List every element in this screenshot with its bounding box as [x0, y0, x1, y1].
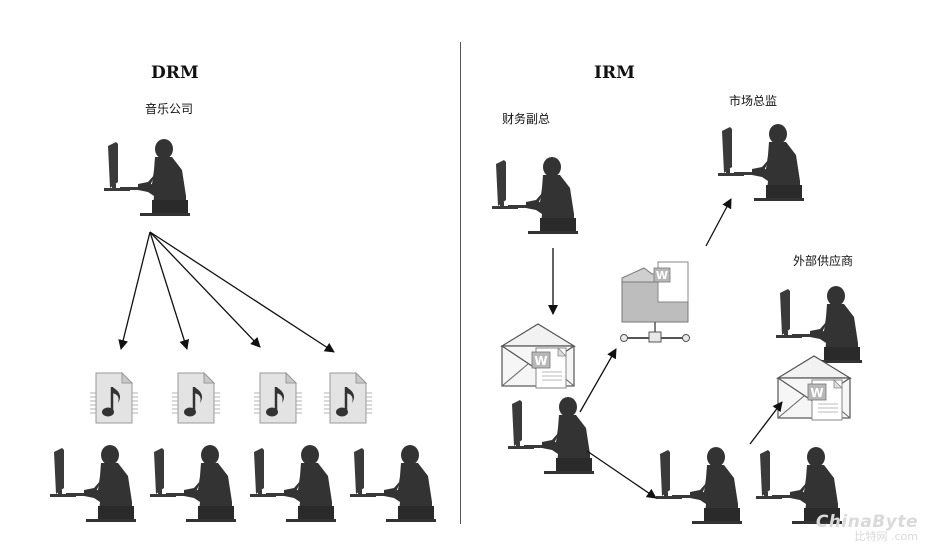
drm-heading: DRM: [151, 63, 199, 83]
external-supplier-person-icon: [776, 286, 862, 363]
mail-icon-2: [777, 355, 851, 421]
music-file-icon-4: [322, 371, 374, 425]
listener-person-icon-2: [150, 445, 236, 522]
listener-person-icon-3: [250, 445, 336, 522]
irm-heading: IRM: [594, 63, 635, 83]
listener-person-icon-4: [350, 445, 436, 522]
finance-vp-person-icon: [492, 157, 578, 234]
chinabyte-watermark: ChinaByte 比特网 .com: [815, 512, 918, 543]
music-company-person-icon: [104, 139, 190, 216]
music-file-icon-1: [88, 371, 140, 425]
mail-icon-1: [501, 323, 575, 389]
svg-text:W: W: [656, 269, 668, 282]
watermark-suffix: .com: [891, 530, 918, 543]
external-supplier-label: 外部供应商: [793, 254, 854, 268]
music-company-label: 音乐公司: [145, 102, 194, 116]
music-file-icon-3: [252, 371, 304, 425]
finance-vp-label: 财务副总: [502, 112, 551, 126]
marketing-director-person-icon: [718, 124, 804, 201]
marketing-director-label: 市场总监: [729, 94, 778, 108]
sender-person-icon: [508, 397, 594, 474]
drm-arrows: [118, 231, 335, 353]
irm-arrows: [579, 198, 783, 499]
network-folder-server-icon: W: [620, 261, 690, 343]
recipient-person-icon-1: [656, 447, 742, 524]
section-divider: [460, 42, 461, 524]
watermark-cn: 比特网: [854, 530, 888, 543]
music-file-icon-2: [170, 371, 222, 425]
watermark-brand: ChinaByte: [815, 512, 918, 532]
listener-person-icon-1: [50, 445, 136, 522]
